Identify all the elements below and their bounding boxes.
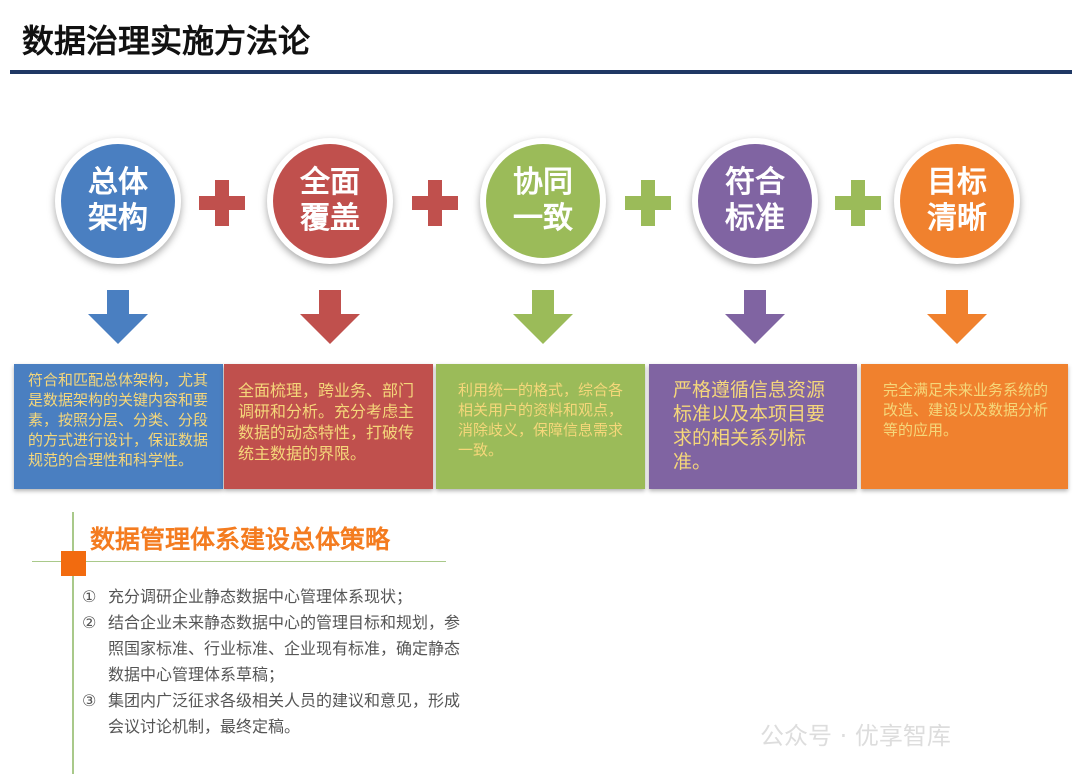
pillar-description: 完全满足未来业务系统的改造、建设以及数据分析等的应用。 bbox=[861, 364, 1068, 489]
arrow-down-icon bbox=[300, 290, 360, 346]
item-text: 集团内广泛征求各级相关人员的建议和意见，形成会议讨论机制，最终定稿。 bbox=[108, 691, 461, 736]
arrow-down-icon bbox=[725, 290, 785, 346]
pillar-label: 全面 覆盖 bbox=[273, 144, 387, 258]
pillar-label: 符合 标准 bbox=[698, 144, 812, 258]
arrow-down-icon bbox=[513, 290, 573, 346]
title-divider bbox=[10, 70, 1072, 74]
arrow-down-icon bbox=[927, 290, 987, 346]
pillar-label: 目标 清晰 bbox=[900, 144, 1014, 258]
strategy-list: ① 充分调研企业静态数据中心管理体系现状； ② 结合企业未来静态数据中心的管理目标和… bbox=[82, 584, 472, 740]
pillar-description: 严格遵循信息资源标准以及本项目要求的相关系列标准。 bbox=[649, 364, 857, 489]
pillar-description: 符合和匹配总体架构，尤其是数据架构的关键内容和要素，按照分层、分类、分段的方式进… bbox=[14, 364, 223, 489]
item-text: 充分调研企业静态数据中心管理体系现状； bbox=[108, 587, 413, 606]
pillar-label: 总体 架构 bbox=[61, 144, 175, 258]
pillar-label: 协同 一致 bbox=[486, 144, 600, 258]
strategy-heading: 数据管理体系建设总体策略 bbox=[90, 525, 391, 554]
pillar-description: 全面梳理，跨业务、部门调研和分析。充分考虑主数据的动态特性，打破传统主数据的界限… bbox=[224, 364, 433, 489]
pillar-circle: 总体 架构 bbox=[55, 138, 181, 264]
pillar-circle: 协同 一致 bbox=[480, 138, 606, 264]
pillar-description: 利用统一的格式，综合各相关用户的资料和观点，消除歧义，保障信息需求一致。 bbox=[436, 364, 645, 489]
plus-icon bbox=[199, 180, 245, 226]
decor-square bbox=[61, 551, 86, 576]
arrow-down-icon bbox=[88, 290, 148, 346]
list-item: ① 充分调研企业静态数据中心管理体系现状； bbox=[82, 584, 472, 610]
item-text: 结合企业未来静态数据中心的管理目标和规划，参照国家标准、行业标准、企业现有标准，… bbox=[108, 613, 461, 684]
plus-icon bbox=[835, 180, 881, 226]
watermark: 公众号 · 优享智库 bbox=[760, 722, 951, 750]
item-number: ③ bbox=[82, 691, 97, 710]
pillar-circle: 符合 标准 bbox=[692, 138, 818, 264]
item-number: ① bbox=[82, 587, 97, 606]
page-title: 数据治理实施方法论 bbox=[22, 22, 311, 60]
decor-vertical-line bbox=[72, 512, 74, 774]
pillar-circle: 全面 覆盖 bbox=[267, 138, 393, 264]
item-number: ② bbox=[82, 613, 97, 632]
list-item: ② 结合企业未来静态数据中心的管理目标和规划，参照国家标准、行业标准、企业现有标准… bbox=[82, 610, 472, 688]
pillar-circle: 目标 清晰 bbox=[894, 138, 1020, 264]
decor-horizontal-line bbox=[32, 561, 446, 562]
plus-icon bbox=[412, 180, 458, 226]
list-item: ③ 集团内广泛征求各级相关人员的建议和意见，形成会议讨论机制，最终定稿。 bbox=[82, 688, 472, 740]
plus-icon bbox=[625, 180, 671, 226]
